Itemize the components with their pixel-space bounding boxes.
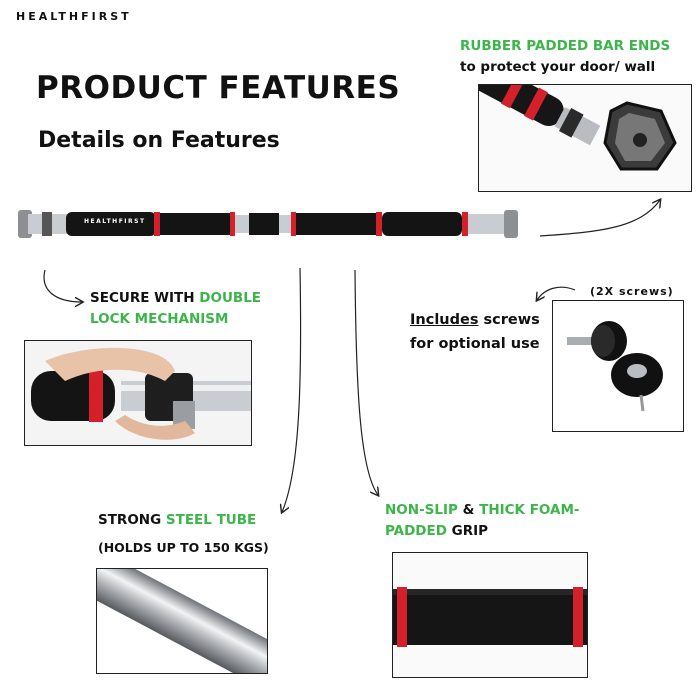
screws-image [552,300,684,432]
caption-screws-line1: screws [478,312,540,328]
caption-grip-highlight2: THICK FOAM- [479,502,580,518]
screws-note: (2X screws) [590,285,674,298]
caption-tube: STRONG STEEL TUBE (HOLDS UP TO 150 KGS) [98,510,269,558]
pullup-bar-image: HEALTHFIRST [18,204,518,244]
caption-lock: SECURE WITH DOUBLE LOCK MECHANISM [90,288,261,330]
caption-bar-ends-line2: to protect your door/ wall [460,59,656,75]
caption-grip-suffix: GRIP [446,523,489,539]
steel-tube-image [96,568,268,674]
caption-lock-highlight2: LOCK MECHANISM [90,311,229,327]
caption-lock-prefix: SECURE WITH [90,290,200,306]
page-title: PRODUCT FEATURES [36,70,401,106]
caption-grip-mid: & [457,502,480,518]
caption-bar-ends-title: RUBBER PADDED BAR ENDS [460,38,671,54]
caption-tube-line2: (HOLDS UP TO 150 KGS) [98,540,269,555]
page-subtitle: Details on Features [38,128,280,153]
foam-grip-image [392,552,588,678]
caption-bar-ends: RUBBER PADDED BAR ENDS to protect your d… [460,36,670,78]
caption-screws-includes: Includes [410,312,479,328]
caption-grip-highlight3: PADDED [385,523,447,539]
brand-logo: HEALTHFIRST [16,10,132,23]
caption-screws-line2: for optional use [410,336,540,352]
caption-lock-highlight1: DOUBLE [199,290,262,306]
caption-screws: Includes screws for optional use [410,308,540,356]
caption-tube-prefix: STRONG [98,512,166,528]
lock-mechanism-image [24,340,252,446]
caption-grip-highlight1: NON-SLIP [385,502,458,518]
bar-logo: HEALTHFIRST [84,218,146,225]
bar-end-image [478,84,692,192]
caption-grip: NON-SLIP & THICK FOAM- PADDED GRIP [385,500,580,542]
caption-tube-highlight: STEEL TUBE [165,512,257,528]
